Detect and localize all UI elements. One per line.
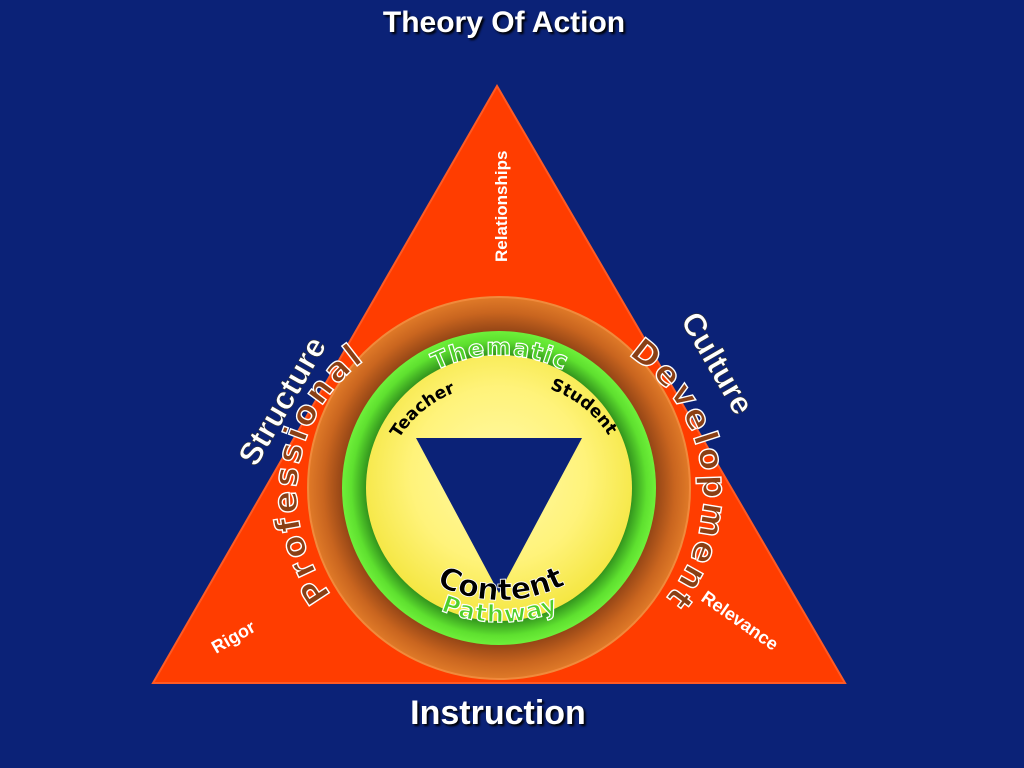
slide-title: Theory Of Action <box>382 6 626 39</box>
corner-label-top: Relationships <box>492 151 511 262</box>
inner-label-content: Content <box>433 560 569 609</box>
bottom-label: Instruction <box>410 694 586 732</box>
inner-triangle <box>416 438 582 593</box>
